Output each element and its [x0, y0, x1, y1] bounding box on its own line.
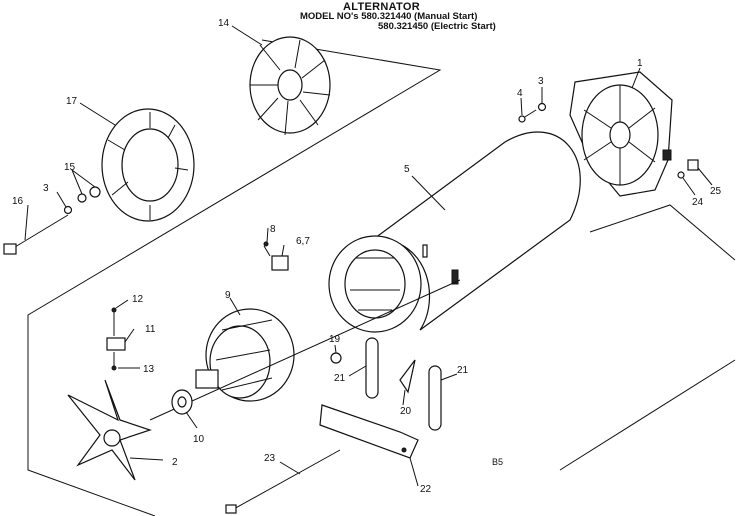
part-through-bolt — [3, 214, 69, 255]
part-end-bell-housing — [569, 71, 673, 197]
part-fan — [249, 36, 331, 136]
callout-17: 17 — [66, 96, 78, 107]
callout-12: 12 — [132, 294, 144, 305]
callout-14: 14 — [218, 18, 230, 29]
part-rotor — [149, 279, 461, 421]
callout-13: 13 — [143, 364, 155, 375]
part-long-bolt — [225, 449, 341, 514]
callout-8: 8 — [270, 224, 276, 235]
callout-6-7: 6,7 — [296, 236, 310, 247]
callout-11: 11 — [145, 324, 156, 335]
callout-21-left: 21 — [334, 373, 346, 384]
model-numbers-manual: MODEL NO's 580.321440 (Manual Start) — [300, 11, 478, 22]
part-stator-housing — [328, 131, 581, 333]
callout-2: 2 — [172, 457, 178, 468]
callout-22: 22 — [420, 484, 432, 495]
part-washer-and-nut — [677, 159, 699, 179]
diagram-code: B5 — [492, 457, 504, 467]
callout-15: 15 — [64, 162, 76, 173]
part-fan-housing — [101, 108, 195, 222]
part-bolt-and-washer-top — [518, 102, 547, 123]
callout-16: 16 — [12, 196, 24, 207]
callout-10: 10 — [193, 434, 205, 445]
part-brush-holder-assembly — [106, 307, 126, 371]
callout-5: 5 — [404, 164, 410, 175]
callout-21-right: 21 — [457, 365, 469, 376]
callout-19: 19 — [329, 334, 341, 345]
callout-3-left: 3 — [43, 183, 49, 194]
assembly-outline-lines — [27, 39, 736, 516]
part-washer-19 — [330, 352, 342, 364]
callout-23: 23 — [264, 453, 276, 464]
callout-1: 1 — [637, 58, 643, 69]
part-rectifier-and-screw — [263, 241, 289, 271]
model-numbers-electric: 580.321450 (Electric Start) — [378, 21, 496, 32]
part-base-bracket — [319, 404, 419, 459]
part-front-bracket — [67, 379, 152, 481]
callout-25: 25 — [710, 186, 722, 197]
part-washers-left — [63, 186, 101, 215]
part-mounting-strap-right — [428, 365, 442, 431]
callout-3-top: 3 — [538, 76, 544, 87]
callout-leader-lines — [24, 25, 713, 487]
part-bearing — [171, 389, 193, 415]
part-clip — [399, 359, 416, 394]
callout-20: 20 — [400, 406, 412, 417]
callout-24: 24 — [692, 197, 704, 208]
diagram-title: ALTERNATOR — [343, 1, 420, 13]
callout-9: 9 — [225, 290, 231, 301]
part-mounting-strap-left — [365, 337, 379, 399]
callout-4: 4 — [517, 88, 523, 99]
